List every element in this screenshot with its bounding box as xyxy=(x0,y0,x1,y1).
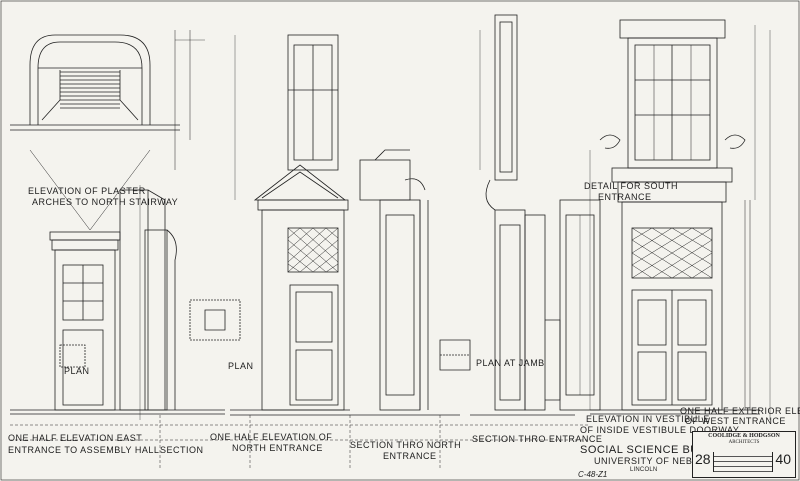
label-plan-at-jamb: PLAN AT JAMB xyxy=(476,358,545,368)
label-detail-south-1: DETAIL FOR SOUTH xyxy=(584,181,679,191)
east-entrance-elevation xyxy=(10,189,225,415)
label-half-elev-east-1: ONE HALF ELEVATION EAST xyxy=(8,433,143,443)
label-half-elev-east-2: ENTRANCE TO ASSEMBLY HALL xyxy=(8,445,160,455)
label-university: UNIVERSITY OF NEBRASKA xyxy=(594,456,726,466)
title-block: COOLIDGE & HODGSON ARCHITECTS 28 40 xyxy=(692,431,796,478)
title-block-sheet-left: 28 xyxy=(695,451,711,467)
label-elev-plaster-1: ELEVATION OF PLASTER xyxy=(28,186,146,196)
title-block-sheet-right: 40 xyxy=(775,451,791,467)
label-sect-north-2: ENTRANCE xyxy=(383,451,437,461)
label-section: SECTION xyxy=(160,445,204,455)
label-detail-south-2: ENTRANCE xyxy=(598,192,652,202)
label-half-elev-north-1: ONE HALF ELEVATION OF xyxy=(210,432,333,442)
dimension-lines xyxy=(175,25,771,420)
section-column xyxy=(139,185,177,420)
label-plan-left: PLAN xyxy=(64,366,90,376)
label-elev-vestibule-2: OF INSIDE VESTIBULE DOORWAY xyxy=(580,425,740,435)
label-elev-vestibule-1: ELEVATION IN VESTIBULE xyxy=(586,414,710,424)
vestibule-elevation xyxy=(559,199,601,411)
plaster-arch-drawing xyxy=(10,30,191,231)
sheet-reference: C-48-Z1 xyxy=(578,470,608,479)
title-block-firm: COOLIDGE & HODGSON xyxy=(708,433,780,439)
label-sect-north-1: SECTION THRO NORTH xyxy=(350,440,462,450)
west-entrance-elevation xyxy=(590,19,760,415)
label-sect-entrance: SECTION THRO ENTRANCE xyxy=(472,434,603,444)
label-plan-middle: PLAN xyxy=(228,361,254,371)
north-entrance-elevation xyxy=(189,34,350,416)
foundation-lines xyxy=(10,415,590,470)
label-half-ext-1: ONE HALF EXTERIOR ELEVATION xyxy=(680,406,800,416)
label-city: LINCOLN xyxy=(630,467,658,473)
north-entrance-section xyxy=(350,149,460,416)
label-elev-plaster-2: ARCHES TO NORTH STAIRWAY xyxy=(32,197,179,207)
label-half-ext-2: OF WEST ENTRANCE xyxy=(685,416,786,426)
label-half-elev-north-2: NORTH ENTRANCE xyxy=(232,443,323,453)
entrance-section xyxy=(439,14,575,416)
title-block-role: ARCHITECTS xyxy=(728,440,760,445)
title-block-lines xyxy=(713,452,773,472)
